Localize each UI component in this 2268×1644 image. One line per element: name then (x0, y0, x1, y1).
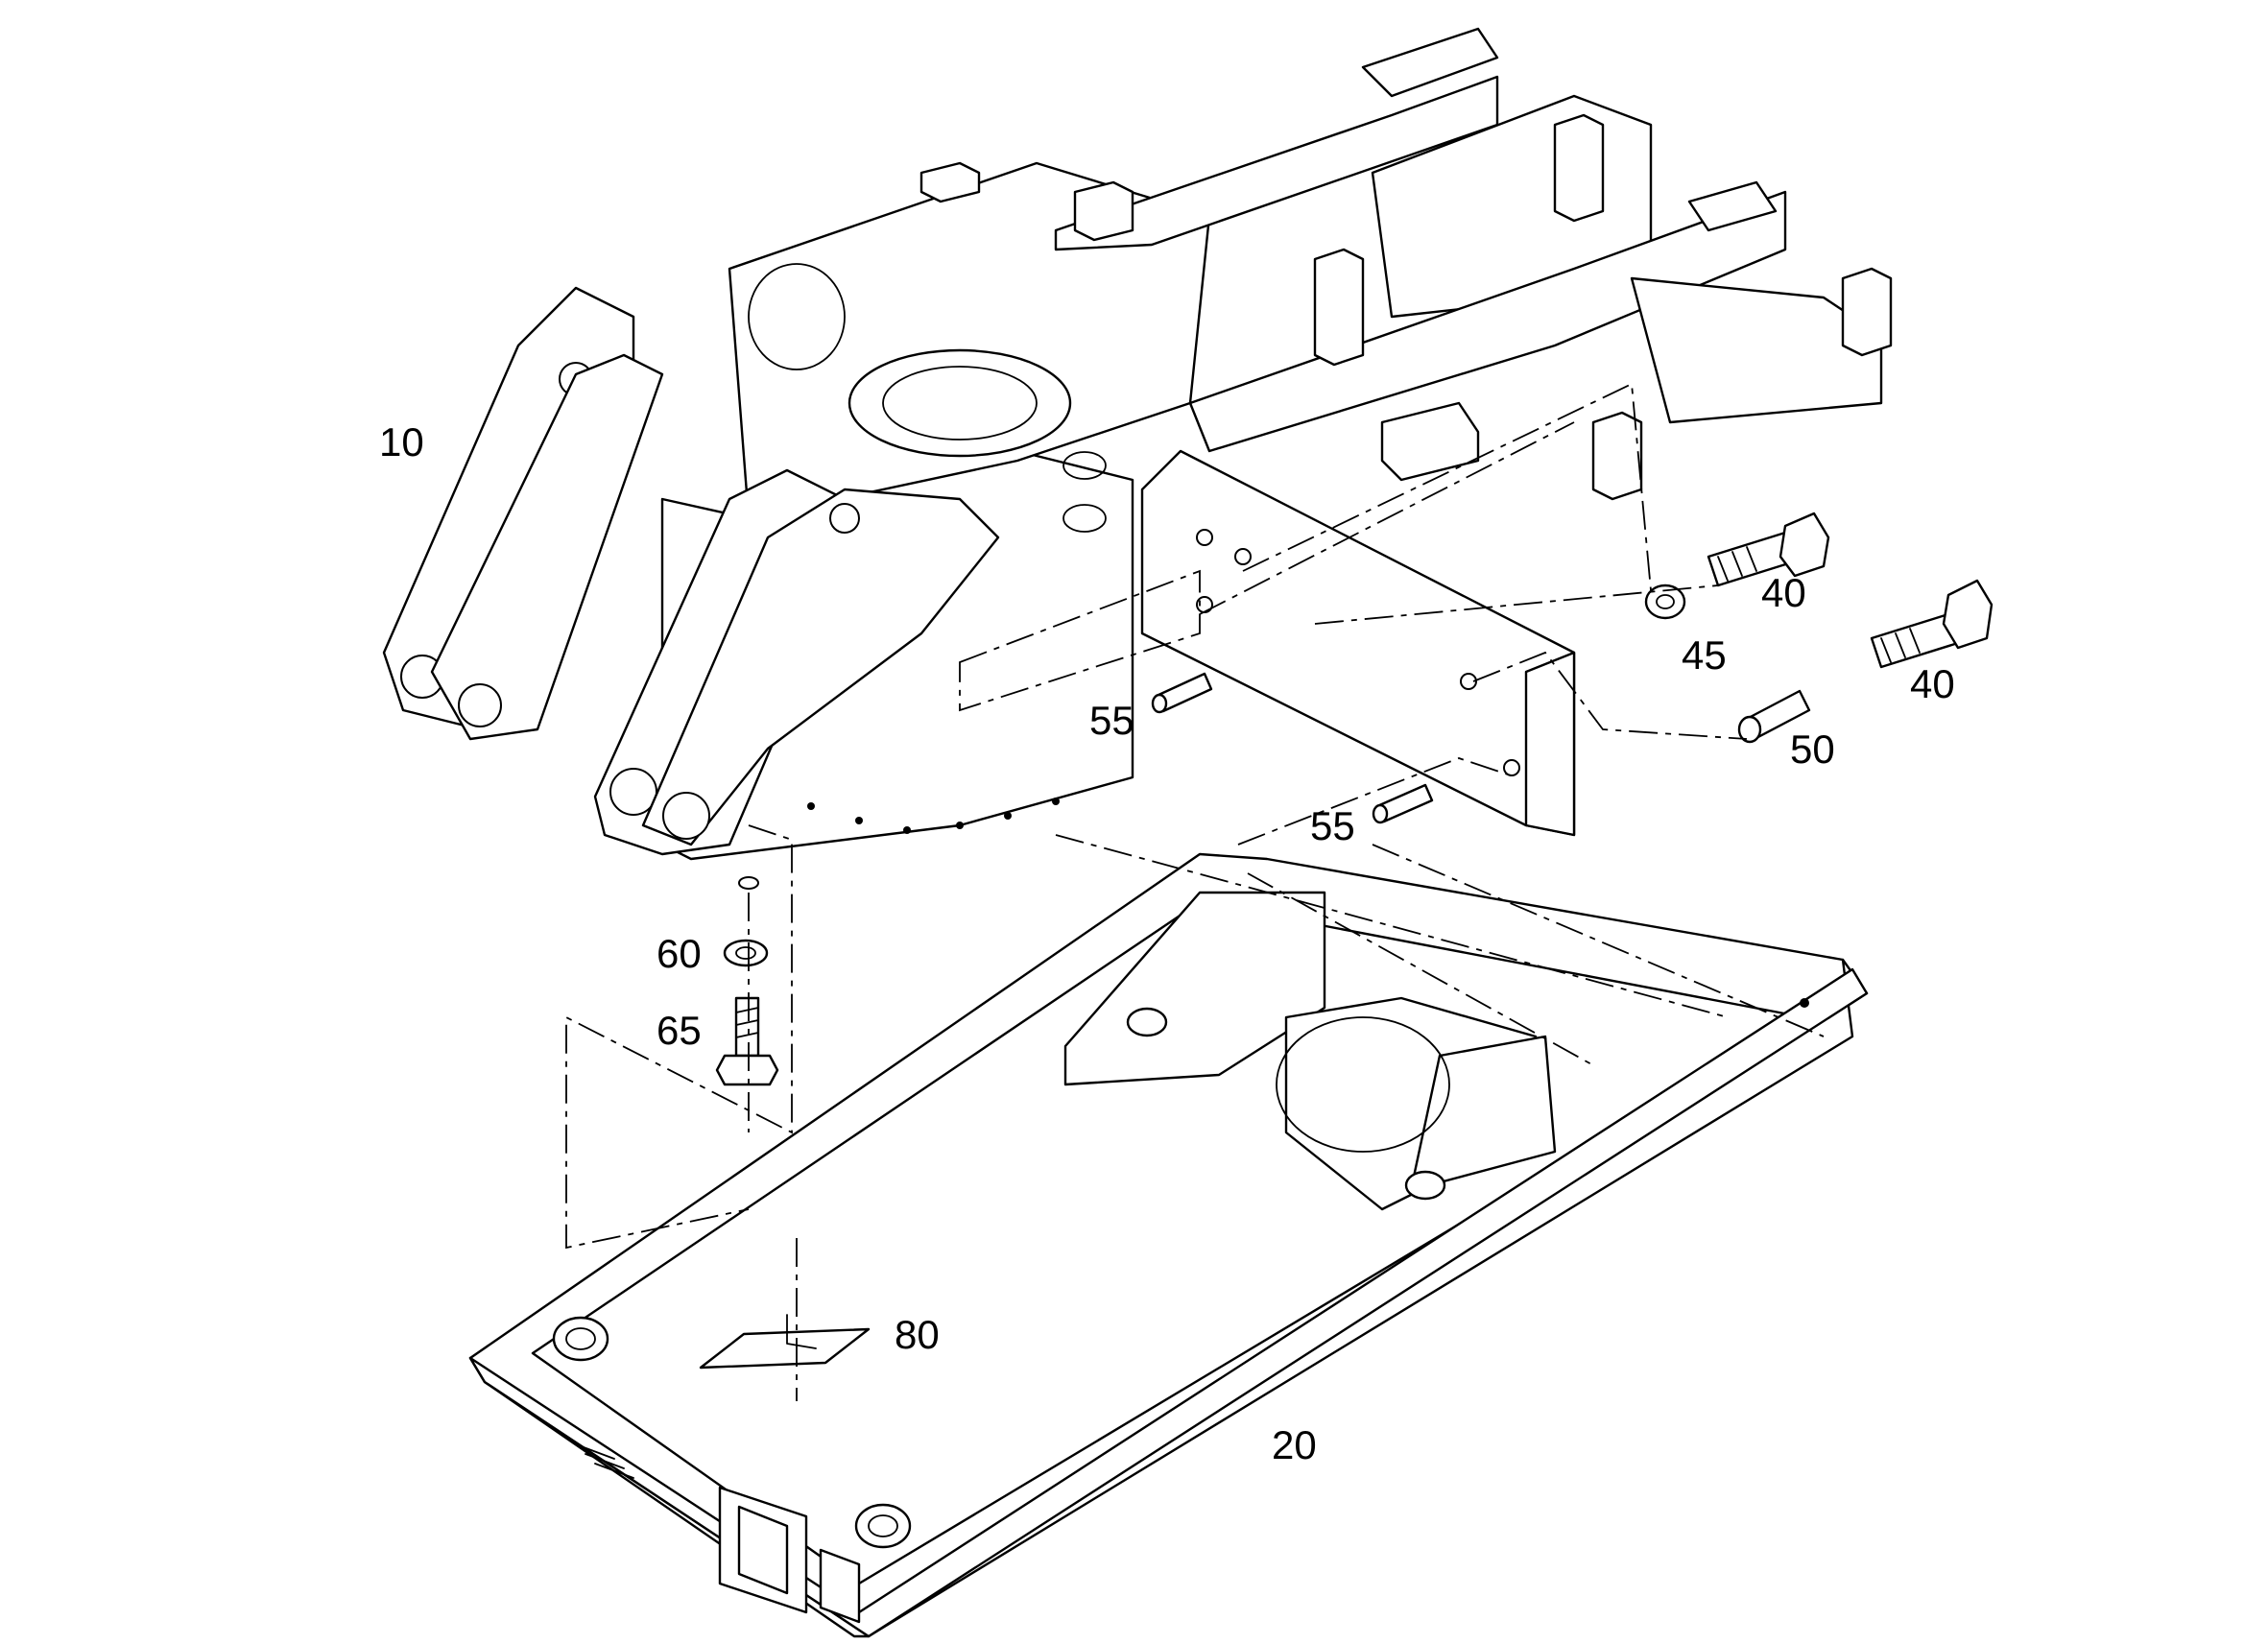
callout-50: 50 (1790, 727, 1835, 772)
assembly-leader-lines (565, 382, 1825, 1401)
bolt-part-40-upper (1707, 512, 1830, 587)
bushing-part-50 (1737, 689, 1811, 744)
bolt-part-65 (715, 996, 779, 1086)
callout-20: 20 (1272, 1422, 1317, 1467)
washer-part-45 (1644, 584, 1686, 620)
bolt-part-40-lower (1870, 579, 1993, 669)
pin-part-55-lower (1372, 783, 1434, 824)
callout-60: 60 (657, 931, 702, 976)
plate-part-80 (699, 1314, 871, 1370)
callout-40-upper: 40 (1761, 570, 1806, 615)
callout-labels: 10 20 40 40 45 50 55 55 60 65 80 (379, 419, 1955, 1467)
callout-55-upper: 55 (1089, 698, 1134, 743)
callout-45: 45 (1682, 632, 1727, 678)
callout-65: 65 (657, 1008, 702, 1053)
callout-80: 80 (895, 1312, 940, 1357)
callout-10: 10 (379, 419, 424, 465)
pin-part-55-upper (1151, 672, 1213, 714)
callout-40-lower: 40 (1910, 661, 1955, 706)
washer-part-60 (723, 939, 769, 967)
lower-frame-part-20 (468, 852, 1869, 1638)
callout-55-lower: 55 (1310, 803, 1355, 848)
upper-frame-part-10 (382, 27, 1893, 890)
